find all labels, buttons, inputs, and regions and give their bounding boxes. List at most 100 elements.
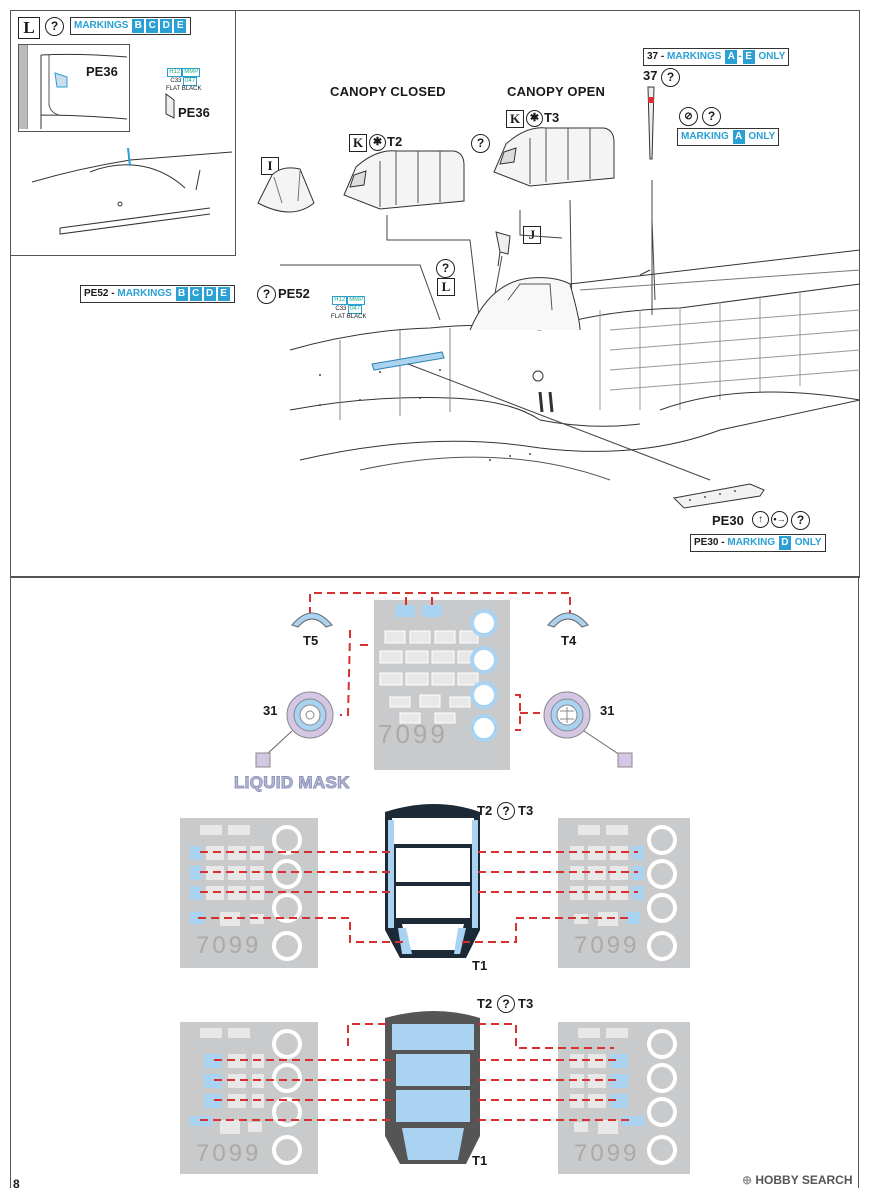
canopy-closed-part: T2 bbox=[387, 134, 403, 149]
pe36-part-label: PE36 bbox=[178, 105, 210, 120]
markings-label: MARKINGS bbox=[74, 20, 129, 31]
paint-name: FLAT BLACK bbox=[331, 314, 367, 320]
canopy-mask-group-2 bbox=[180, 1011, 690, 1174]
only-label: ONLY bbox=[748, 131, 776, 142]
page-right-border bbox=[858, 576, 859, 1188]
windscreen-part-drawing bbox=[257, 167, 315, 213]
mask-sheet-code-left-2: 7099 bbox=[196, 1140, 262, 1167]
mask-sheet-code-left-1: 7099 bbox=[196, 932, 262, 959]
pe36-closeup-drawing bbox=[19, 45, 127, 129]
mask-sheet-code-right-2: 7099 bbox=[574, 1140, 640, 1167]
marking-letter: D bbox=[160, 19, 173, 33]
marking-letter: E bbox=[217, 287, 230, 301]
logo-icon: ⊕ bbox=[742, 1173, 756, 1187]
mask-sheet-top bbox=[255, 592, 633, 770]
paint-code: H12 bbox=[167, 68, 183, 77]
marking-letter: D bbox=[778, 536, 791, 550]
closed-canopy-drawing bbox=[343, 150, 465, 210]
antenna-mast-drawing bbox=[647, 86, 655, 160]
question-icon: ? bbox=[497, 995, 515, 1013]
bend-icon: ↑ bbox=[752, 511, 769, 528]
step-l-badge: L bbox=[437, 278, 455, 296]
fold-icon: •→ bbox=[771, 511, 788, 528]
page-number: 8 bbox=[13, 1177, 20, 1191]
mask-icon: ✱ bbox=[369, 134, 386, 151]
hobby-search-logo: ⊕ HOBBY SEARCH bbox=[742, 1173, 853, 1187]
question-icon: ? bbox=[497, 802, 515, 820]
mask-sheet-code-top: 7099 bbox=[378, 719, 448, 749]
t5-label: T5 bbox=[303, 633, 319, 648]
question-icon: ? bbox=[257, 285, 276, 304]
page-left-border bbox=[10, 576, 11, 1188]
marking-letter: C bbox=[189, 287, 202, 301]
paint-code: 047 bbox=[183, 77, 198, 86]
canopy1-t2-label: T2 bbox=[477, 803, 493, 818]
sanding-icon: ⊘ bbox=[679, 107, 698, 126]
marking-letter: B bbox=[132, 19, 145, 33]
pe30-prefix: PE30 - bbox=[694, 537, 725, 548]
paint-code: C33 bbox=[335, 306, 347, 312]
paint-name: FLAT BLACK bbox=[166, 86, 202, 92]
canopy1-t3-label: T3 bbox=[518, 803, 534, 818]
mask-sheet-code-right-1: 7099 bbox=[574, 932, 640, 959]
marking-letter: E bbox=[174, 19, 187, 33]
marking-letter: B bbox=[175, 287, 188, 301]
canopy-mask-group-1 bbox=[180, 804, 690, 968]
paint-code: MMP bbox=[182, 68, 201, 77]
question-icon: ? bbox=[436, 259, 455, 278]
step-j-badge: J bbox=[523, 226, 541, 244]
pe30-marking-box: PE30 - MARKING D ONLY bbox=[690, 534, 826, 552]
pe30-label: PE30 bbox=[712, 513, 744, 528]
marking-label: MARKING bbox=[681, 131, 729, 142]
pe36-label: PE36 bbox=[86, 64, 118, 79]
marking-letter: A bbox=[725, 50, 738, 64]
open-canopy-drawing bbox=[493, 127, 615, 187]
only-label: ONLY bbox=[794, 537, 822, 548]
detail-inset-frame bbox=[10, 10, 236, 256]
canopy1-t1-label: T1 bbox=[472, 958, 488, 973]
step-l-badge: L bbox=[18, 17, 40, 39]
paint-code: C33 bbox=[170, 78, 182, 84]
antenna-markings-box: 37 - MARKINGS A-E ONLY bbox=[643, 48, 790, 66]
step-k-badge: K bbox=[506, 110, 524, 128]
pe36-part-drawing bbox=[165, 93, 175, 119]
question-icon: ? bbox=[702, 107, 721, 126]
question-icon: ? bbox=[471, 134, 490, 153]
top-section-frame bbox=[10, 10, 860, 578]
fuselage-inset-drawing bbox=[31, 147, 232, 235]
pilot-seat-drawing bbox=[495, 231, 511, 267]
canopy-open-title: CANOPY OPEN bbox=[507, 84, 606, 99]
canopy-open-part: T3 bbox=[544, 110, 560, 125]
marking-letter: A bbox=[732, 130, 745, 144]
canopy2-t2-label: T2 bbox=[477, 996, 493, 1011]
marking-label: MARKING bbox=[727, 537, 776, 548]
question-icon: ? bbox=[45, 17, 64, 36]
mask-icon: ✱ bbox=[526, 110, 543, 127]
canopy2-t3-label: T3 bbox=[518, 996, 534, 1011]
pe52-prefix: PE52 - bbox=[84, 288, 115, 299]
antenna-part-label: 37 bbox=[643, 68, 658, 83]
question-icon: ? bbox=[661, 68, 680, 87]
fuselage-main-drawing bbox=[280, 180, 860, 481]
question-icon: ? bbox=[791, 511, 810, 530]
section-divider bbox=[10, 576, 859, 577]
pe36-closeup-frame bbox=[18, 44, 130, 132]
marking-letter: C bbox=[146, 19, 159, 33]
logo-text: HOBBY SEARCH bbox=[755, 1173, 853, 1187]
wheel-31-right-label: 31 bbox=[600, 703, 615, 718]
wheel-31-left-label: 31 bbox=[263, 703, 278, 718]
marking-a-only-box: MARKING A ONLY bbox=[677, 128, 780, 146]
marking-letter: E bbox=[742, 50, 755, 64]
step-i-badge: I bbox=[261, 157, 279, 175]
pe30-part-drawing bbox=[672, 483, 765, 509]
markings-label: MARKINGS bbox=[667, 51, 722, 62]
marking-letter: D bbox=[203, 287, 216, 301]
only-label: ONLY bbox=[758, 51, 786, 62]
liquid-mask-label: LIQUID MASK bbox=[234, 773, 350, 793]
t4-label: T4 bbox=[561, 633, 577, 648]
step-k-badge: K bbox=[349, 134, 367, 152]
